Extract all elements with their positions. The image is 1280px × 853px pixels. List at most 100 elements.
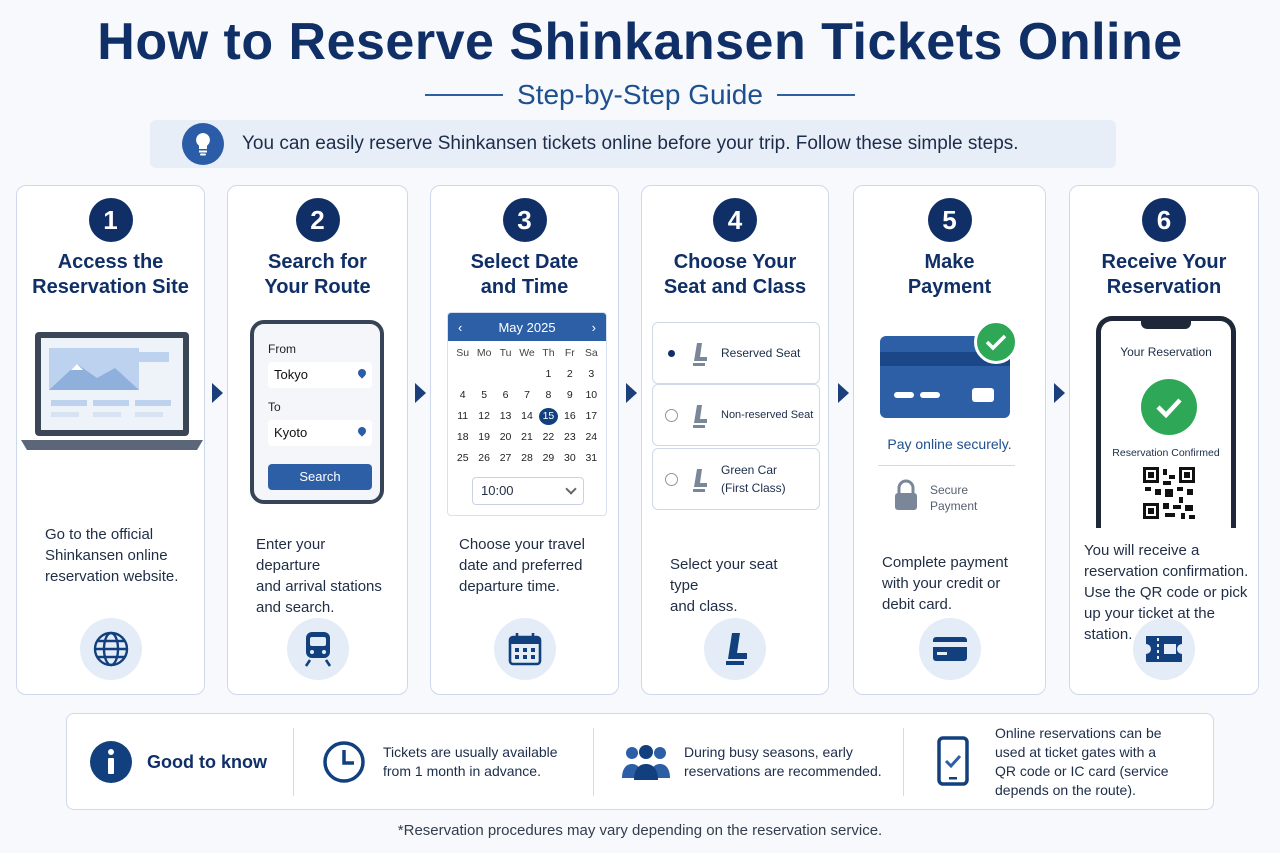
time-select[interactable]: 10:00 [472, 477, 584, 505]
from-label: From [268, 342, 296, 356]
calendar-weekday: We [519, 347, 535, 359]
info-icon [90, 741, 132, 783]
phone-confirmation-illustration: Your Reservation Reservation Confirmed [1096, 316, 1236, 528]
reservation-header: Your Reservation [1120, 345, 1212, 359]
calendar-day[interactable]: 22 [542, 431, 555, 443]
seat-icon [693, 405, 707, 428]
calendar-day[interactable]: 21 [521, 431, 533, 443]
divider [903, 728, 904, 796]
calendar-day[interactable]: 9 [566, 389, 573, 401]
chevron-down-icon [565, 483, 577, 495]
calendar-day[interactable]: 7 [524, 389, 530, 401]
calendar-day[interactable]: 12 [478, 410, 490, 422]
calendar-day[interactable]: 17 [585, 410, 598, 422]
check-icon [974, 320, 1018, 364]
calendar-blank [495, 366, 516, 383]
step-arrow [626, 383, 637, 403]
calendar-day[interactable]: 16 [564, 410, 576, 422]
calendar-day[interactable]: 25 [456, 452, 469, 464]
to-field[interactable]: Kyoto [268, 420, 372, 446]
intro-banner: You can easily reserve Shinkansen ticket… [150, 120, 1116, 168]
laptop-illustration [21, 332, 203, 450]
calendar-day[interactable]: 3 [588, 368, 595, 380]
intro-text: You can easily reserve Shinkansen ticket… [242, 133, 1019, 154]
calendar-blank [473, 366, 494, 383]
calendar-day[interactable]: 24 [585, 431, 598, 443]
calendar-day[interactable]: 4 [459, 389, 466, 401]
seat-option-green-car[interactable]: Green Car(First Class) [652, 448, 820, 510]
search-button[interactable]: Search [268, 464, 372, 490]
calendar-day[interactable]: 26 [478, 452, 490, 464]
calendar-day[interactable]: 1 [545, 368, 552, 380]
calendar-day[interactable]: 28 [521, 452, 533, 464]
calendar-day[interactable]: 29 [542, 452, 555, 464]
credit-card-illustration [880, 336, 1010, 418]
step-number: 5 [927, 198, 972, 242]
lock-icon [895, 479, 917, 510]
to-label: To [268, 400, 281, 414]
radio-unselected[interactable] [665, 409, 678, 422]
calendar-day[interactable]: 11 [457, 410, 469, 422]
calendar-weekday: Sa [584, 347, 598, 359]
calendar-day[interactable]: 6 [502, 389, 509, 401]
credit-card-icon [918, 618, 981, 680]
from-field[interactable]: Tokyo [268, 362, 372, 388]
calendar-day[interactable]: 30 [564, 452, 576, 464]
seat-icon [693, 469, 707, 492]
calendar-day[interactable]: 10 [585, 389, 598, 401]
prev-month-button[interactable]: ‹ [458, 319, 463, 335]
calendar-weekday: Mo [476, 347, 492, 359]
calendar-weekday: Fr [564, 347, 575, 359]
footnote: *Reservation procedures may vary dependi… [397, 822, 883, 839]
radio-selected[interactable] [665, 347, 678, 360]
lightbulb-icon [182, 123, 224, 165]
calendar-day[interactable]: 20 [499, 431, 512, 443]
good-to-know-panel: Good to know Tickets are usually availab… [66, 713, 1214, 810]
step-arrow [212, 383, 223, 403]
calendar-day[interactable]: 18 [456, 431, 469, 443]
seat-option-reserved[interactable]: Reserved Seat [652, 322, 820, 384]
seat-option-label: Non-reserved Seat [721, 409, 814, 421]
calendar-icon [493, 618, 556, 680]
calendar-day[interactable]: 14 [521, 410, 533, 422]
step-number: 6 [1142, 198, 1186, 242]
calendar-day[interactable]: 13 [499, 410, 512, 422]
calendar-day[interactable]: 19 [478, 431, 490, 443]
divider [878, 465, 1015, 466]
calendar-day[interactable]: 23 [564, 431, 576, 443]
calendar-weekday: Tu [499, 347, 512, 359]
calendar-day[interactable]: 31 [585, 452, 598, 464]
seat-option-label: Reserved Seat [721, 346, 801, 360]
clock-icon [323, 741, 365, 783]
calendar-day[interactable]: 5 [481, 389, 488, 401]
globe-icon [79, 618, 142, 680]
seat-option-non-reserved[interactable]: Non-reserved Seat [652, 384, 820, 446]
calendar-day[interactable]: 8 [545, 389, 552, 401]
step-number: 3 [502, 198, 547, 242]
divider [293, 728, 294, 796]
calendar-day[interactable]: 27 [499, 452, 512, 464]
step-arrow [838, 383, 849, 403]
location-pin-icon [356, 367, 368, 379]
calendar-day[interactable]: 15 [538, 408, 558, 425]
radio-unselected[interactable] [665, 473, 678, 486]
page-title: How to Reserve Shinkansen Tickets Online [97, 13, 1183, 71]
next-month-button[interactable]: › [591, 319, 596, 335]
divider [593, 728, 594, 796]
calendar-day[interactable]: 2 [566, 368, 573, 380]
